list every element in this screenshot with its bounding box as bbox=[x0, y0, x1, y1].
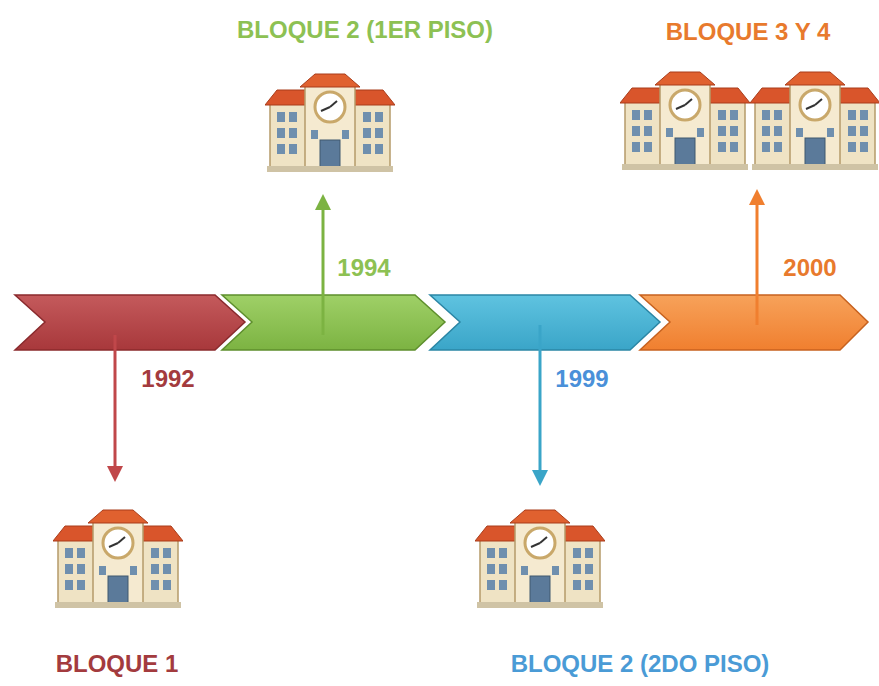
building-icon bbox=[53, 510, 183, 608]
timeline-chevron bbox=[15, 295, 245, 350]
year-label: 1994 bbox=[337, 254, 390, 282]
leader-arrow bbox=[749, 189, 765, 325]
timeline-chevron bbox=[640, 295, 868, 350]
year-label: 1992 bbox=[141, 365, 194, 393]
block-label: BLOQUE 2 (2DO PISO) bbox=[511, 650, 770, 678]
building-icon bbox=[265, 74, 395, 172]
year-label: 2000 bbox=[783, 254, 836, 282]
leader-arrow bbox=[532, 325, 548, 486]
building-icon bbox=[620, 72, 750, 170]
leader-arrow bbox=[107, 335, 123, 482]
building-icon bbox=[750, 72, 879, 170]
year-label: 1999 bbox=[555, 365, 608, 393]
block-label: BLOQUE 3 Y 4 bbox=[666, 18, 831, 46]
block-label: BLOQUE 2 (1ER PISO) bbox=[237, 16, 493, 44]
building-icon bbox=[475, 510, 605, 608]
leader-arrow bbox=[315, 194, 331, 335]
block-label: BLOQUE 1 bbox=[56, 650, 179, 678]
timeline-chevron bbox=[430, 295, 660, 350]
timeline-chevron bbox=[222, 295, 445, 350]
